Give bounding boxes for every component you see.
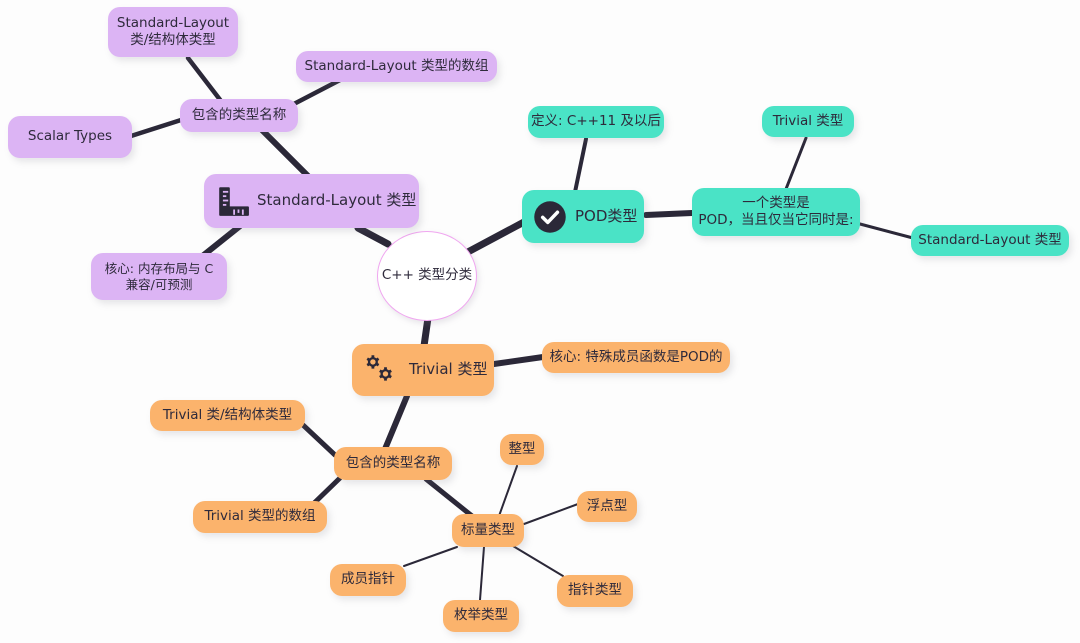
node-sl-array-of-type-label: Standard-Layout 类型的数组 (304, 57, 489, 74)
node-sl-contains-type-names-label: 包含的类型名称 (191, 106, 287, 123)
edge-tcontains-class (300, 422, 338, 458)
node-pod-trivial-type-label: Trivial 类型 (772, 112, 844, 129)
node-scalar-integer-type-label: 整型 (508, 440, 536, 457)
edge-trivial-core (491, 354, 546, 367)
edge-scalar-pointer (512, 545, 564, 577)
node-sl-core-memory-layout-label: 核心: 内存布局与 C 兼容/可预测 (104, 260, 214, 292)
edge-contains-scalar (128, 117, 184, 139)
node-trivial-class-struct-type[interactable]: Trivial 类/结构体类型 (150, 400, 305, 431)
edge-root-pod (462, 218, 528, 257)
node-trivial-type[interactable]: Trivial 类型 (352, 344, 494, 396)
node-sl-contains-type-names[interactable]: 包含的类型名称 (180, 99, 298, 132)
gears-icon (362, 352, 402, 388)
check-circle-icon (532, 199, 568, 235)
edge-scalar-integer (498, 465, 518, 517)
node-trivial-class-struct-type-label: Trivial 类/结构体类型 (162, 406, 293, 423)
node-pod-standard-layout-type[interactable]: Standard-Layout 类型 (911, 225, 1069, 256)
root-node-label: C++ 类型分类 (381, 267, 473, 284)
node-scalar-pointer-type-label: 指针类型 (568, 582, 622, 599)
edge-iff-standard-layout (858, 222, 915, 240)
node-pod-type[interactable]: POD类型 (522, 190, 644, 243)
node-pod-definition-cpp11[interactable]: 定义: C++11 及以后 (528, 106, 664, 138)
node-trivial-core-special-member-functions[interactable]: 核心: 特殊成员函数是POD的 (542, 342, 730, 373)
root-node-cpp-type-classification[interactable]: C++ 类型分类 (377, 231, 477, 321)
node-sl-scalar-types[interactable]: Scalar Types (8, 116, 132, 158)
node-pod-iff-condition[interactable]: 一个类型是 POD，当且仅当它同时是: (692, 188, 860, 236)
ruler-icon (216, 184, 250, 218)
node-sl-scalar-types-label: Scalar Types (27, 128, 113, 145)
edge-trivial-contains (382, 393, 410, 452)
edge-sl-contains (259, 127, 311, 179)
node-scalar-member-pointer[interactable]: 成员指针 (330, 564, 406, 596)
edge-pod-iff (643, 210, 695, 218)
node-scalar-integer-type[interactable]: 整型 (500, 434, 544, 465)
node-sl-class-struct-type[interactable]: Standard-Layout 类/结构体类型 (108, 7, 238, 57)
edge-root-standard-layout (354, 224, 392, 248)
node-trivial-contains-type-names[interactable]: 包含的类型名称 (334, 447, 452, 480)
node-scalar-enum-type[interactable]: 枚举类型 (443, 600, 519, 632)
node-scalar-enum-type-label: 枚举类型 (454, 607, 508, 624)
node-sl-core-memory-layout[interactable]: 核心: 内存布局与 C 兼容/可预测 (91, 253, 227, 300)
node-scalar-float-type-label: 浮点型 (586, 497, 628, 514)
node-pod-trivial-type[interactable]: Trivial 类型 (762, 106, 854, 137)
edge-contains-class (185, 55, 224, 104)
node-sl-array-of-type[interactable]: Standard-Layout 类型的数组 (296, 51, 497, 82)
node-standard-layout-type[interactable]: Standard-Layout 类型 (204, 174, 419, 228)
node-standard-layout-type-label: Standard-Layout 类型 (257, 191, 417, 210)
node-scalar-type-label: 标量类型 (461, 521, 515, 538)
node-trivial-core-special-member-functions-label: 核心: 特殊成员函数是POD的 (549, 348, 723, 365)
edge-contains-array (287, 77, 343, 109)
node-pod-standard-layout-type-label: Standard-Layout 类型 (918, 231, 1062, 248)
node-pod-type-label: POD类型 (575, 206, 638, 225)
node-sl-class-struct-type-label: Standard-Layout 类/结构体类型 (116, 14, 230, 48)
node-scalar-member-pointer-label: 成员指针 (341, 571, 395, 588)
node-scalar-float-type[interactable]: 浮点型 (577, 491, 637, 522)
node-scalar-pointer-type[interactable]: 指针类型 (557, 575, 633, 607)
node-pod-iff-condition-label: 一个类型是 POD，当且仅当它同时是: (698, 194, 854, 228)
node-trivial-array-of-type[interactable]: Trivial 类型的数组 (193, 501, 327, 533)
edge-pod-definition (573, 137, 588, 194)
node-scalar-type[interactable]: 标量类型 (452, 514, 524, 547)
edge-tcontains-scalar (423, 476, 475, 519)
node-trivial-contains-type-names-label: 包含的类型名称 (345, 454, 441, 471)
node-pod-definition-cpp11-label: 定义: C++11 及以后 (531, 113, 661, 130)
edge-scalar-enum (479, 546, 485, 601)
edge-iff-trivial (784, 136, 808, 191)
node-trivial-array-of-type-label: Trivial 类型的数组 (204, 508, 316, 525)
edge-scalar-float (523, 503, 579, 525)
node-trivial-type-label: Trivial 类型 (409, 360, 488, 379)
edge-scalar-member-pointer (403, 546, 458, 567)
edge-root-trivial (420, 314, 432, 350)
